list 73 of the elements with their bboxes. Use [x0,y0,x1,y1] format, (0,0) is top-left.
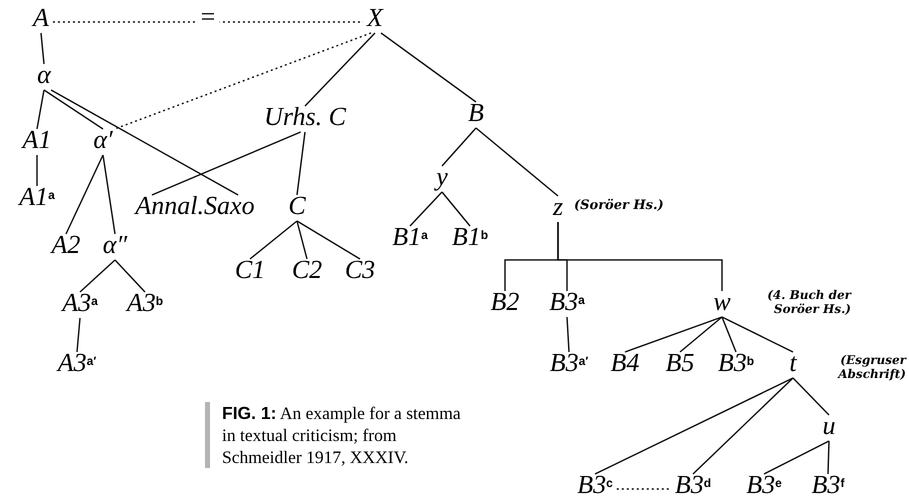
manuscript-siglum: A1$^{a}$ [17,184,57,210]
manuscript-siglum: B3$^{e}$ [744,472,784,498]
manuscript-siglum: B3$^{a}$ [547,289,587,315]
stemma-line [722,316,794,353]
stemma-line [441,192,471,226]
stemma-line [792,378,830,416]
manuscript-siglum: A [31,5,51,31]
stemma-line [36,155,38,186]
stemma-line [152,131,301,196]
stemma-line [65,154,104,234]
stemma-line [250,220,298,260]
manuscript-siglum: y [434,164,450,190]
stemma-line [692,378,794,474]
figure-caption: FIG. 1: An example for a stemma in textual criticism; from Schmeidler 1917, XXXIV. [205,402,467,468]
manuscript-siglum: α [35,62,53,88]
manuscript-siglum: α′ [91,127,115,153]
manuscript-siglum: B3$^{d}$ [672,472,714,498]
stemma-line [296,220,360,260]
stemma-line [441,128,477,166]
stemma-line [566,316,570,352]
manuscript-siglum: α″ [100,232,130,258]
manuscript-siglum: A3$^{a′}$ [56,350,98,376]
stemma-line [827,440,830,474]
stemma-line [764,440,830,475]
stemma-line [304,32,376,106]
stemma-line [80,259,116,293]
manuscript-siglum: B5 [664,350,696,376]
manuscript-siglum: B [466,100,486,126]
stemma-line [76,318,81,352]
stemma-line [114,260,146,292]
stemma-line [296,132,306,196]
manuscript-siglum: A3$^{b}$ [124,290,166,316]
manuscript-siglum: Annal.Saxo [133,193,257,219]
manuscript-siglum: C [286,193,308,219]
manuscript-siglum: A1 [20,127,54,153]
manuscript-siglum: B3$^{a′}$ [548,350,590,376]
manuscript-siglum: B3$^{c}$ [575,472,615,498]
annotation-text: (4. Buch der Soröer Hs.) [766,288,851,316]
annotation-text: (Soröer Hs.) [574,199,664,213]
manuscript-siglum: Urhs. C [262,104,348,130]
manuscript-siglum: B1$^{a}$ [390,224,430,250]
stemma-line [410,192,443,226]
stemma-line [721,316,737,352]
manuscript-siglum: z [550,194,566,220]
stemma-line [36,90,45,130]
stemma-line [40,32,45,64]
manuscript-siglum: C3 [342,257,378,283]
manuscript-siglum: w [711,289,733,315]
stemma-line [624,316,722,353]
manuscript-siglum: C2 [290,257,324,283]
stemma-line [102,154,116,234]
stemma-line [557,222,723,291]
dotted-line [616,488,671,490]
annotation-text: (Esgruser Abschrift) [836,353,906,381]
manuscript-siglum: A3$^{a}$ [60,290,100,316]
stemma-line [680,316,722,353]
manuscript-siglum: C1 [232,257,268,283]
dotted-line [114,32,372,130]
stemma-line [380,32,476,103]
manuscript-siglum: B4 [608,350,642,376]
stemma-line [44,89,104,130]
manuscript-siglum: B3$^{f}$ [810,472,846,498]
manuscript-siglum: X [365,5,385,31]
stemma-line [594,377,794,475]
stemma-line [476,127,558,197]
manuscript-siglum: A2 [50,232,82,258]
stemma-line [296,220,308,260]
manuscript-siglum: B3$^{b}$ [716,350,756,376]
manuscript-siglum: t [787,350,799,376]
manuscript-siglum: B1$^{b}$ [450,224,490,250]
manuscript-siglum: B2 [488,289,522,315]
manuscript-siglum: u [820,413,838,439]
stemma-line [50,89,238,196]
